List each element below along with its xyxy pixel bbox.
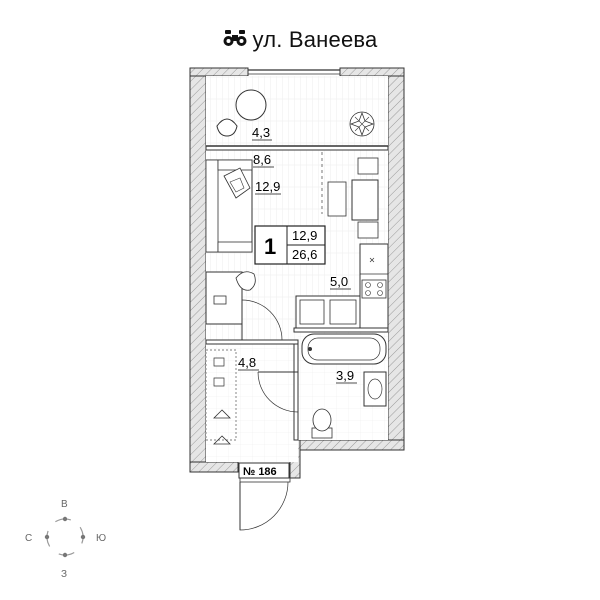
- toilet-icon: [311, 408, 333, 439]
- shoe-icon: [213, 357, 225, 387]
- bathroom: [301, 333, 387, 439]
- interior-walls: [205, 299, 389, 441]
- area-label-kitchen: 5,0: [330, 274, 348, 289]
- compass-east: Ю: [96, 533, 106, 544]
- area-label-hallway: 4,8: [238, 355, 256, 370]
- area-label-balcony: 4,3: [252, 125, 270, 140]
- area-label-bathroom: 3,9: [336, 368, 354, 383]
- walls: [189, 67, 405, 479]
- blanket-icon: [223, 167, 251, 199]
- page-header: ул. Ванеева: [0, 26, 600, 53]
- area-labels: 4,3 8,6 12,9 5,0 4,8 3,9 1 12,9 26,6 № 1…: [238, 125, 357, 478]
- area-label-sleeping: 8,6: [253, 152, 271, 167]
- total-area: 26,6: [292, 247, 317, 262]
- area-label-living: 12,9: [255, 179, 280, 194]
- compass-west: С: [25, 533, 32, 544]
- room-count: 1: [264, 234, 276, 259]
- hallway: [205, 349, 291, 531]
- plant-icon: [349, 111, 375, 137]
- compass-south: З: [61, 569, 67, 580]
- balcony: [206, 89, 388, 151]
- street-name: ул. Ванеева: [252, 27, 378, 53]
- apartment-number: № 186: [243, 466, 277, 478]
- compass-north: В: [61, 499, 68, 510]
- compass-rose: В С Ю З: [25, 499, 106, 580]
- living-area-total: 12,9: [292, 228, 317, 243]
- kitchen: [295, 243, 389, 329]
- living-room: [205, 152, 379, 325]
- binoculars-icon: [223, 27, 247, 53]
- hanger-icon: [213, 409, 231, 445]
